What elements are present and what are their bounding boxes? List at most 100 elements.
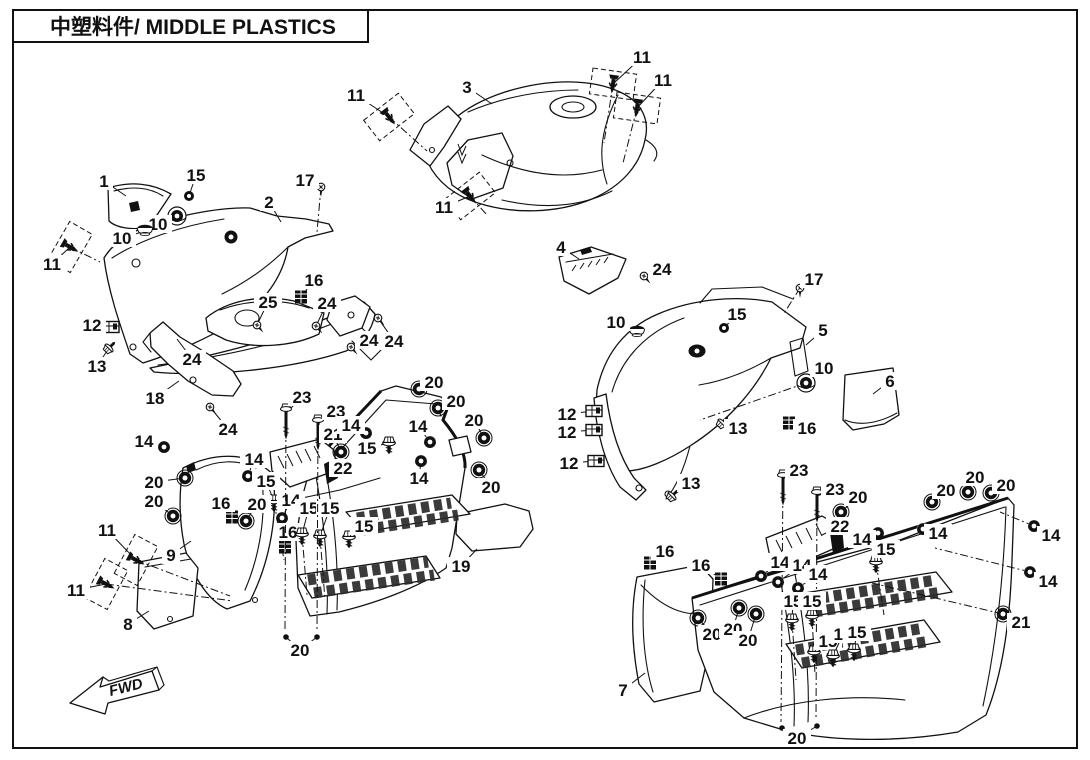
callout-number: 5	[818, 321, 827, 340]
assembly-axis-line	[934, 547, 1031, 573]
callout-label-bg	[932, 481, 960, 499]
callout-number: 11	[633, 48, 651, 67]
callout-label-bg	[274, 523, 302, 541]
callout-label-bg	[804, 565, 832, 583]
callout-14: 14	[240, 450, 268, 483]
callout-label-bg	[555, 454, 583, 472]
callout-number: 2	[264, 193, 273, 212]
callout-label-bg	[380, 332, 408, 350]
callout-14: 14	[791, 565, 832, 595]
callout-number: 4	[556, 238, 566, 257]
callout-number: 20	[849, 488, 868, 507]
callout-number: 20	[482, 478, 501, 497]
callout-label-bg	[766, 553, 794, 571]
part-5-right-side-panel	[593, 286, 809, 501]
callout-16: 16	[294, 271, 328, 304]
callout-9: 9	[162, 540, 192, 565]
part-4-small-cover	[558, 246, 627, 295]
part-19-decal-blank	[455, 503, 534, 552]
callout-20: 20	[982, 476, 1020, 502]
callout-number: 11	[98, 521, 116, 540]
page-title: 中塑料件/ MIDDLE PLASTICS	[50, 16, 336, 39]
nut-icon	[157, 440, 171, 454]
callout-label-bg	[162, 546, 180, 564]
callout-number: 11	[435, 198, 453, 217]
fwd-direction-arrow: FWD	[69, 666, 165, 715]
callout-13: 13	[714, 412, 752, 438]
nut-icon	[414, 454, 428, 468]
callout-label-bg	[62, 581, 90, 599]
clip-icon	[585, 404, 603, 418]
callout-20: 20	[140, 469, 194, 492]
callout-number: 14	[342, 416, 361, 435]
callout-label-bg	[83, 357, 111, 375]
callout-number: 1	[99, 172, 108, 191]
callout-number: 12	[558, 405, 577, 424]
callout-23: 23	[777, 461, 813, 723]
callout-number: 12	[83, 316, 102, 335]
callout-11: 11	[38, 220, 101, 274]
assembly-axis-line	[782, 287, 801, 316]
callout-label-bg	[783, 729, 811, 747]
callout-number: 24	[183, 350, 202, 369]
callout-number: 9	[166, 546, 175, 565]
callout-11: 11	[588, 48, 656, 144]
callout-number: 20	[788, 729, 807, 748]
assembly-axis-line	[316, 423, 319, 631]
callout-12: 12	[553, 423, 603, 442]
callout-15: 15	[353, 436, 396, 458]
callout-17: 17	[782, 270, 828, 316]
callout-14: 14	[848, 526, 885, 549]
callout-number: 11	[67, 581, 85, 600]
callout-number: 11	[654, 71, 672, 90]
callout-label-bg	[924, 524, 952, 542]
dot-icon	[283, 634, 289, 640]
left-footwell-assembly	[295, 385, 472, 617]
callout-number: 14	[1039, 572, 1058, 591]
callout-label-bg	[628, 48, 656, 66]
callout-number: 15	[803, 592, 822, 611]
clip-icon	[587, 454, 605, 468]
callout-number: 24	[360, 331, 379, 350]
callout-label-bg	[254, 293, 282, 311]
callout-number: 20	[703, 625, 722, 644]
callout-number: 22	[334, 459, 353, 478]
callout-label-bg	[553, 423, 581, 441]
callout-16: 16	[782, 416, 821, 438]
callout-14: 14	[337, 416, 373, 440]
nut-icon	[754, 569, 768, 583]
callout-8: 8	[119, 610, 150, 634]
callout-11: 11	[342, 86, 428, 152]
callout-4: 4	[552, 238, 580, 260]
callout-number: 19	[452, 557, 471, 576]
callout-24: 24	[176, 338, 206, 369]
grommet-icon	[689, 609, 707, 627]
assembly-axis-line	[622, 107, 638, 164]
callout-2: 2	[260, 193, 282, 223]
callout-number: 20	[937, 481, 956, 500]
grommet-sm-icon	[719, 323, 729, 333]
callout-label-bg	[458, 78, 476, 96]
callout-20: 20	[923, 481, 960, 511]
callout-label-bg	[848, 530, 876, 548]
callout-number: 11	[43, 255, 61, 274]
callout-14: 14	[405, 454, 433, 488]
callout-10: 10	[602, 313, 645, 338]
callout-number: 14	[409, 417, 428, 436]
callout-3: 3	[458, 78, 493, 105]
callout-15: 15	[719, 305, 751, 333]
rivet-kit-box	[443, 171, 497, 221]
assembly-axis-line	[871, 582, 1004, 615]
callout-label-bg	[214, 420, 242, 438]
callout-12: 12	[553, 404, 603, 424]
clip-icon	[585, 423, 603, 437]
callout-11: 11	[93, 521, 231, 597]
callout-label-bg	[140, 473, 168, 491]
center-bracket	[205, 297, 325, 347]
callout-label-bg	[322, 402, 350, 420]
callout-label-bg	[800, 270, 828, 288]
callout-15: 15	[798, 592, 826, 676]
callout-label-bg	[240, 450, 268, 468]
callout-1: 1	[95, 172, 127, 197]
assembly-axis-line	[135, 559, 231, 597]
